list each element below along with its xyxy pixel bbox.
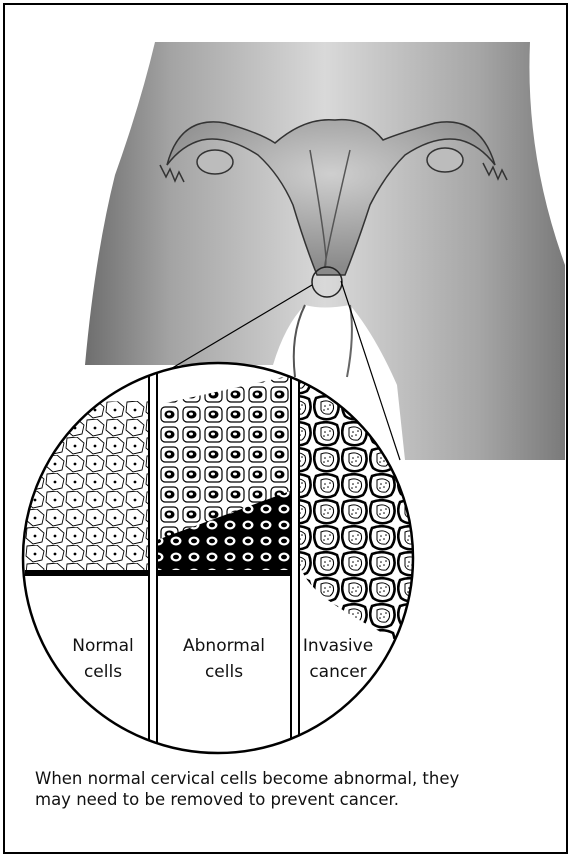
magnified-cells-circle xyxy=(23,345,425,765)
cervical-cancer-illustration: Normal cells Abnormal cells Invasive can… xyxy=(5,5,566,852)
illustration-frame: Normal cells Abnormal cells Invasive can… xyxy=(3,3,568,854)
invasive-cancer-label-line1: Invasive xyxy=(303,636,373,656)
caption-line2: may need to be removed to prevent cancer… xyxy=(35,789,545,810)
abnormal-cells-label-line1: Abnormal xyxy=(183,636,265,656)
caption-line1: When normal cervical cells become abnorm… xyxy=(35,768,545,789)
normal-cells-label-line2: cells xyxy=(84,662,122,682)
normal-cells-label-line1: Normal xyxy=(72,636,134,656)
invasive-cancer-label-line2: cancer xyxy=(309,662,366,682)
normal-cells-area xyxy=(25,400,150,575)
abnormal-cells-label-line2: cells xyxy=(205,662,243,682)
caption: When normal cervical cells become abnorm… xyxy=(35,768,545,810)
